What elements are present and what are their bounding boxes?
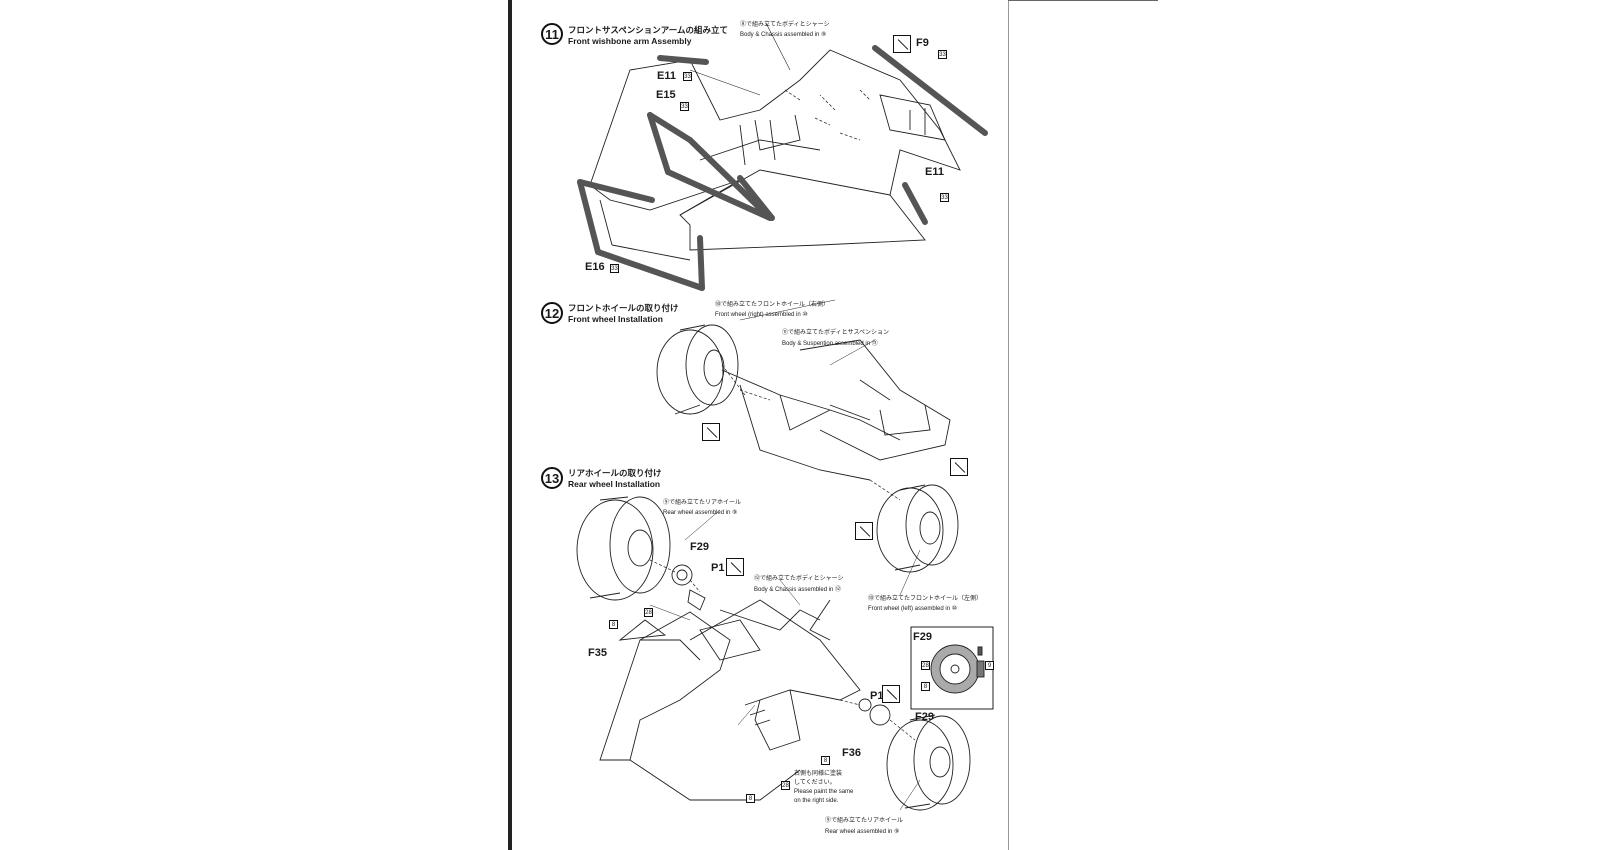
f29-detail-inset [910,626,994,710]
no-glue-icon [702,423,720,441]
no-glue-icon [855,522,873,540]
part-label-f29-detail: F29 [913,631,932,643]
scan-top-line [1008,0,1158,1]
paint-note-en-2: on the right side. [794,798,839,804]
step13-callout1-jp: ⑨で組み立てたリアホイール [663,500,742,506]
step-number-11: 11 [541,23,563,45]
step12-callout1-en: Front wheel (right) assembled in ⑩ [715,312,808,318]
step11-callout-jp: ⑧で組み立てたボディとシャーシ [740,22,830,28]
part-label-e16: E16 [585,261,605,273]
instruction-page [513,0,1007,850]
step-number-13: 13 [541,467,563,489]
paint-code-28: 28 [781,781,790,790]
step-number-12: 12 [541,302,563,324]
part-label-f29-right: F29 [915,711,934,723]
paint-note-jp-2: してください。 [794,780,836,786]
step13-callout1-en: Rear wheel assembled in ⑨ [663,510,738,516]
no-glue-icon [882,685,900,703]
no-glue-icon [950,458,968,476]
part-label-e11-right: E11 [925,166,944,178]
step11-title-jp: フロントサスペンションアームの組み立て [568,25,728,35]
step12-title-jp: フロントホイールの取り付け [568,303,679,313]
paint-code-9: 9 [985,661,994,670]
part-label-e11-top: E11 [657,70,676,82]
step13-callout3-jp: ⑨で組み立てたリアホイール [825,818,904,824]
page-right-edge [1008,0,1009,850]
part-label-f9: F9 [916,37,929,49]
step12-callout1-jp: ⑩で組み立てたフロントホイール（右側） [715,302,830,308]
step13-title-jp: リアホイールの取り付け [568,468,662,478]
step12-callout2-jp: ⑪で組み立てたボディとサスペンション [782,330,890,336]
paint-note-en-1: Please paint the same [794,789,854,795]
step12-callout3-jp: ⑩で組み立てたフロントホイール（左側） [868,596,983,602]
paint-code-33: 33 [940,193,949,202]
paint-code-8: 8 [921,682,930,691]
paint-code-33: 33 [683,72,692,81]
step12-callout3-en: Front wheel (left) assembled in ⑩ [868,606,958,612]
paint-code-33: 33 [610,264,619,273]
paint-code-28: 28 [644,608,653,617]
part-label-f29-left: F29 [690,541,709,553]
step13-callout2-en: Body & Chassis assembled in ⑫ [754,587,842,593]
step11-drawing [577,22,988,291]
paint-code-8: 8 [746,794,755,803]
step11-callout-en: Body & Chassis assembled in ⑧ [740,32,827,38]
paint-code-8: 8 [609,620,618,629]
step12-callout2-en: Body & Suspention assembled in ⑪ [782,341,878,347]
paint-note-jp-1: 右側も同様に塗装 [794,771,843,777]
no-glue-icon [893,35,911,53]
scan-edge-shadow [508,0,512,850]
part-label-f36: F36 [842,747,861,759]
paint-code-33: 33 [938,50,947,59]
part-label-e15: E15 [656,89,676,101]
paint-code-8: 8 [821,756,830,765]
step13-callout2-jp: ⑫で組み立てたボディとシャーシ [754,576,844,582]
step12-title-en: Front wheel Installation [568,314,663,324]
paint-code-33: 33 [680,102,689,111]
part-label-p1-right: P1 [870,690,884,702]
step13-title-en: Rear wheel Installation [568,479,661,489]
step11-title-en: Front wishbone arm Assembly [568,36,692,46]
step13-drawing [576,496,971,811]
paint-code-28: 28 [921,661,930,670]
step12-drawing [656,324,959,573]
part-label-f35: F35 [588,647,607,659]
part-label-p1-left: P1 [711,562,725,574]
step13-callout3-en: Rear wheel assembled in ⑨ [825,829,900,835]
no-glue-icon [726,558,744,576]
